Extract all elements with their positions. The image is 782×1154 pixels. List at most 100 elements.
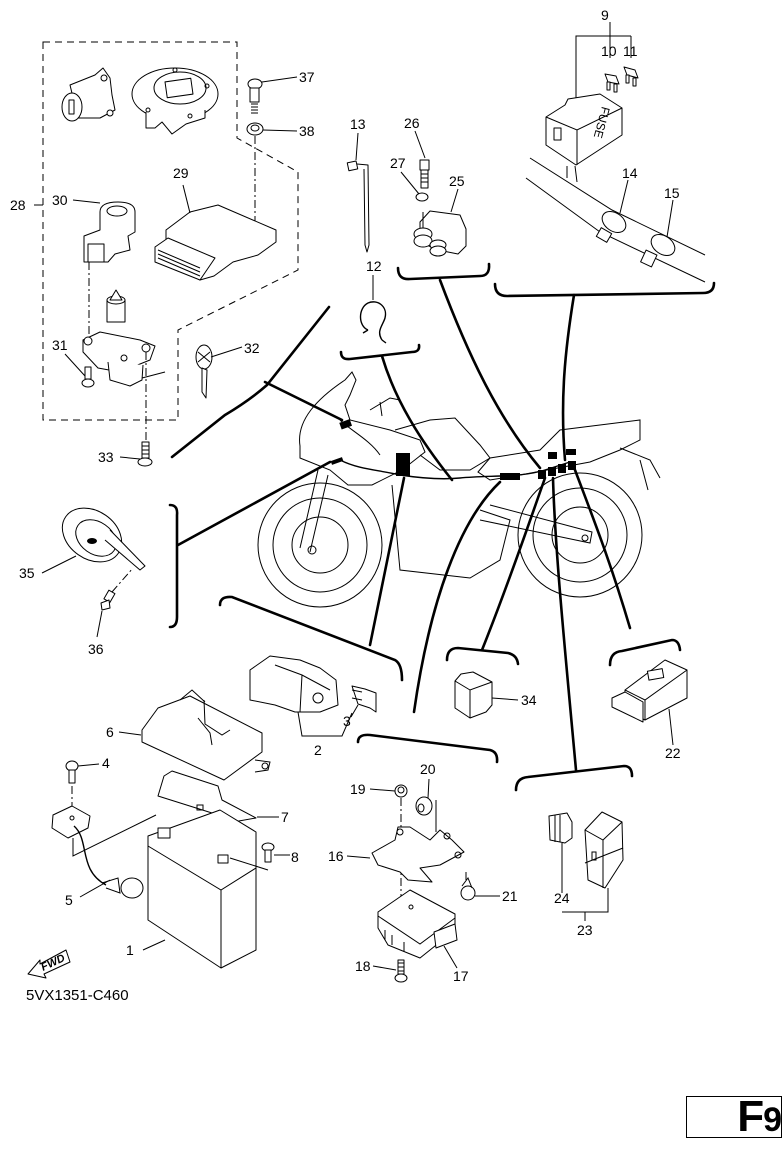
marker-relay-2: [396, 453, 410, 476]
part-11-fuse: [623, 66, 639, 87]
part-23-relay: 23: [562, 811, 624, 938]
callout-10: 10: [601, 43, 617, 59]
part-33-bolt: 33: [98, 441, 153, 467]
part-20-grommet: 20: [415, 761, 437, 832]
fwd-arrow: FWD: [27, 949, 71, 979]
marker-23b: [548, 467, 556, 476]
part-35-horn: 35: [19, 507, 146, 581]
part-8-bolt: 8: [229, 842, 299, 871]
part-4-bolt: 4: [65, 755, 110, 815]
bracket-23: [514, 764, 634, 792]
callout-8: 8: [291, 849, 299, 865]
callout-2: 2: [314, 742, 322, 758]
callout-11: 11: [623, 43, 638, 59]
part-25-sensor: 25: [413, 173, 467, 257]
part-14-clamp: 14: [595, 165, 638, 243]
callout-24: 24: [554, 890, 570, 906]
bracket-22: [608, 638, 682, 667]
part-1-battery: 1: [126, 809, 257, 969]
callout-16: 16: [328, 848, 344, 864]
part-2-relay: 2: [249, 655, 353, 758]
callout-34: 34: [521, 692, 537, 708]
callout-9: 9: [601, 7, 609, 23]
page-badge-text: F9: [737, 1092, 782, 1144]
bracket-16-21: [356, 733, 499, 764]
motorcycle-overview: [257, 371, 661, 608]
part-36-bolt: 36: [88, 567, 134, 657]
fuel-cap-lock: [131, 67, 219, 135]
part-13-cable-tie: 13: [346, 116, 370, 253]
callout-31: 31: [52, 337, 68, 353]
part-37-bolt: 37: [247, 69, 315, 114]
part-15-clamp: 15: [640, 185, 680, 268]
callout-18: 18: [355, 958, 371, 974]
callout-13: 13: [350, 116, 366, 132]
bracket-fuse-box: [493, 281, 716, 298]
callout-28: 28: [10, 197, 26, 213]
callout-20: 20: [420, 761, 436, 777]
part-5-cable: 5: [51, 805, 157, 908]
callout-27: 27: [390, 155, 406, 171]
marker-23c: [558, 464, 566, 473]
callout-25: 25: [449, 173, 465, 189]
bracket-34: [445, 646, 520, 666]
key-set-boundary: [42, 41, 299, 421]
drawing-code: 5VX1351-C460: [26, 987, 129, 1004]
part-12-wire-clamp: 12: [359, 258, 387, 344]
part-3-fuse: 3: [343, 685, 377, 729]
part-7-battery-band: 7: [157, 770, 289, 825]
callout-36: 36: [88, 641, 104, 657]
page-badge-number: 9: [763, 1101, 782, 1139]
part-18-bolt: 18: [355, 958, 408, 983]
callout-32: 32: [244, 340, 260, 356]
marker-25: [548, 452, 557, 459]
part-32-key: 32: [195, 340, 260, 399]
page-badge-letter: F: [737, 1092, 764, 1141]
callout-4: 4: [102, 755, 110, 771]
callout-17: 17: [453, 968, 469, 984]
callout-19: 19: [350, 781, 366, 797]
callout-21: 21: [502, 888, 518, 904]
part-9-fuse-box: FUSE: [545, 93, 623, 166]
part-21-clip: 21: [460, 872, 518, 904]
location-leaders: [170, 278, 632, 772]
part-6-battery-cover: 6: [106, 689, 271, 781]
part-26-bolt: 26: [404, 115, 430, 189]
seat-lock-cylinder: [61, 67, 116, 122]
page-badge: F9: [686, 1093, 782, 1141]
part-16-bracket: 16: [328, 826, 465, 883]
callout-29: 29: [173, 165, 189, 181]
bracket-horn: [168, 503, 179, 629]
part-24-connector: 24: [548, 812, 573, 906]
fwd-arrow-label: FWD: [39, 952, 67, 973]
callout-1: 1: [126, 942, 134, 958]
callout-12: 12: [366, 258, 382, 274]
callout-14: 14: [622, 165, 638, 181]
fuse-box-group: 9 10 11 FUSE 14 15: [525, 7, 706, 283]
callout-38: 38: [299, 123, 315, 139]
callout-15: 15: [664, 185, 680, 201]
callout-37: 37: [299, 69, 315, 85]
part-34-relay: 34: [454, 671, 537, 719]
marker-unit-16: [500, 473, 520, 480]
bracket-25: [396, 262, 491, 281]
key-set-group: 28 37: [10, 41, 315, 455]
callout-30: 30: [52, 192, 68, 208]
callout-33: 33: [98, 449, 114, 465]
callout-7: 7: [281, 809, 289, 825]
callout-22: 22: [665, 745, 681, 761]
part-19-nut: 19: [350, 781, 408, 923]
part-27-washer: 27: [390, 155, 429, 202]
callout-26: 26: [404, 115, 420, 131]
callout-35: 35: [19, 565, 35, 581]
part-30-main-switch: 30: [52, 192, 166, 455]
part-31-screw: 31: [52, 337, 95, 388]
marker-23a: [538, 470, 546, 479]
part-17-control-unit: 17: [377, 889, 469, 984]
part-10-fuse: [604, 73, 620, 93]
callout-5: 5: [65, 892, 73, 908]
marker-key-set: [339, 419, 353, 430]
callout-3: 3: [343, 713, 351, 729]
marker-fuse: [566, 449, 576, 455]
